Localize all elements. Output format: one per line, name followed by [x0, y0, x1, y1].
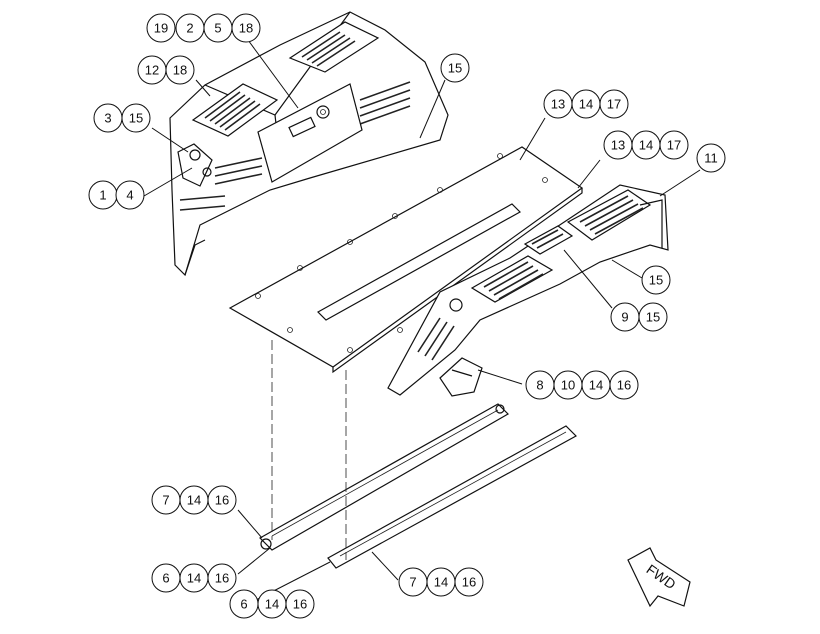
callout-label: 7 [162, 493, 169, 508]
callout-label: 14 [187, 493, 201, 508]
callout-label: 16 [293, 597, 307, 612]
callout-label: 16 [215, 493, 229, 508]
callout-label: 11 [704, 151, 718, 166]
leader-lines [143, 39, 701, 601]
callout-group-3: 3 15 [93, 103, 151, 133]
cover-plate [228, 146, 584, 374]
callout-label: 6 [162, 571, 169, 586]
callout-group-13: 6 14 16 [151, 563, 237, 593]
callout-label: 18 [239, 21, 253, 36]
callout-label: 16 [215, 571, 229, 586]
callout-label: 17 [607, 97, 621, 112]
callout-label: 15 [129, 111, 143, 126]
callout-label: 14 [187, 571, 201, 586]
callout-group-7: 13 14 17 [603, 130, 689, 160]
callout-label: 5 [214, 21, 221, 36]
callout-label: 10 [561, 378, 575, 393]
callout-label: 14 [589, 378, 603, 393]
callout-group-12: 7 14 16 [151, 485, 237, 515]
callout-label: 4 [126, 188, 133, 203]
callout-label: 2 [186, 21, 193, 36]
callout-label: 8 [536, 378, 543, 393]
callout-label: 18 [173, 63, 187, 78]
callout-group-14: 7 14 16 [398, 567, 484, 597]
callout-group-5: 15 [440, 53, 470, 83]
callout-label: 13 [551, 97, 565, 112]
callout-label: 7 [409, 575, 416, 590]
callout-label: 16 [462, 575, 476, 590]
callout-group-1: 19 2 5 18 [146, 13, 261, 43]
callout-label: 9 [621, 310, 628, 325]
callout-group-15: 6 14 16 [229, 589, 315, 619]
callout-group-8: 11 [696, 143, 726, 173]
callout-label: 15 [646, 310, 660, 325]
callout-label: 14 [434, 575, 448, 590]
callout-label: 14 [579, 97, 593, 112]
callout-label: 1 [99, 188, 106, 203]
callout-label: 13 [611, 138, 625, 153]
right-assembly [387, 184, 669, 396]
callout-label: 3 [104, 111, 111, 126]
callout-label: 14 [639, 138, 653, 153]
callout-label: 17 [667, 138, 681, 153]
fan-motor [439, 357, 483, 397]
callout-label: 15 [649, 273, 663, 288]
upper-housing [169, 11, 449, 277]
callout-group-2: 12 18 [137, 55, 195, 85]
callout-group-6: 13 14 17 [543, 89, 629, 119]
callout-group-9: 15 [641, 265, 671, 295]
callout-group-10: 9 15 [610, 302, 668, 332]
callout-label: 15 [448, 61, 462, 76]
callout-label: 6 [240, 597, 247, 612]
callout-group-4: 1 4 [88, 180, 145, 210]
rail-strips [259, 340, 577, 569]
forward-direction-arrow: FWD [627, 547, 691, 608]
callout-label: 12 [145, 63, 159, 78]
callout-label: 19 [154, 21, 168, 36]
callout-group-11: 8 10 14 16 [525, 370, 639, 400]
callout-label: 14 [265, 597, 279, 612]
callout-label: 16 [617, 378, 631, 393]
